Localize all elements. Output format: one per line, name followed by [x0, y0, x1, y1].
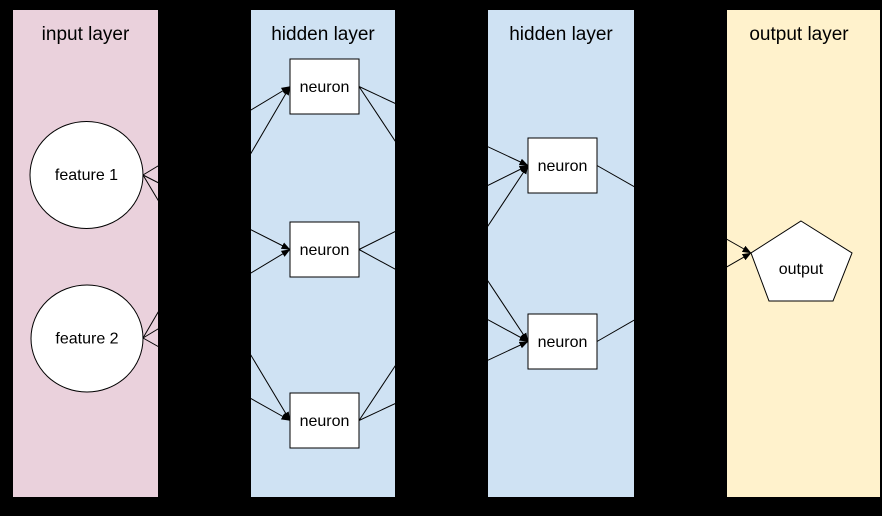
nodes	[29, 58, 853, 449]
node-feature-2	[30, 284, 144, 393]
edge-feature-2-to-h1-neuron-1	[142, 86, 291, 339]
edge-feature-2-to-h1-neuron-3	[142, 337, 291, 421]
layer-titles: input layer hidden layer hidden layer ou…	[42, 24, 850, 45]
node-feature-2-label: feature 2	[55, 331, 118, 348]
edge-h1-neuron-3-to-h2-neuron-2	[358, 341, 529, 421]
edge-feature-2-to-h1-neuron-2	[142, 249, 291, 339]
node-h1-neuron-2	[289, 221, 360, 278]
node-h2-neuron-2-label: neuron	[538, 334, 588, 351]
node-h1-neuron-2-label: neuron	[300, 242, 350, 259]
node-output-label: output	[779, 261, 824, 278]
edge-h1-neuron-2-to-h2-neuron-2	[358, 249, 529, 342]
edge-h1-neuron-2-to-h2-neuron-1	[358, 165, 529, 250]
node-output	[750, 220, 853, 302]
node-labels: feature 1 feature 2 neuron neuron neuron…	[55, 79, 824, 430]
hidden-layer-2-title: hidden layer	[509, 24, 613, 45]
edge-h1-neuron-3-to-h2-neuron-1	[358, 165, 529, 421]
input-layer-panel	[13, 10, 158, 497]
hidden-layer-2-panel	[488, 10, 634, 497]
node-h2-neuron-1	[527, 137, 598, 194]
hidden-layer-1-title: hidden layer	[271, 24, 375, 45]
node-h2-neuron-2	[527, 313, 598, 370]
edges	[142, 86, 752, 421]
node-h1-neuron-3-label: neuron	[300, 413, 350, 430]
node-h2-neuron-1-label: neuron	[538, 158, 588, 175]
edge-h2-neuron-1-to-output	[596, 165, 752, 254]
node-h1-neuron-3	[289, 392, 360, 449]
edge-feature-1-to-h1-neuron-1	[142, 86, 291, 176]
node-feature-1	[29, 121, 144, 229]
node-h1-neuron-1-label: neuron	[300, 79, 350, 96]
edge-h2-neuron-2-to-output	[596, 252, 752, 342]
output-layer-title: output layer	[749, 24, 849, 45]
node-feature-1-label: feature 1	[55, 167, 118, 184]
edge-h1-neuron-1-to-h2-neuron-1	[358, 86, 529, 166]
edge-h1-neuron-1-to-h2-neuron-2	[358, 86, 529, 342]
edge-feature-1-to-h1-neuron-3	[142, 174, 291, 421]
input-layer-title: input layer	[42, 24, 130, 45]
node-h1-neuron-1	[289, 58, 360, 115]
